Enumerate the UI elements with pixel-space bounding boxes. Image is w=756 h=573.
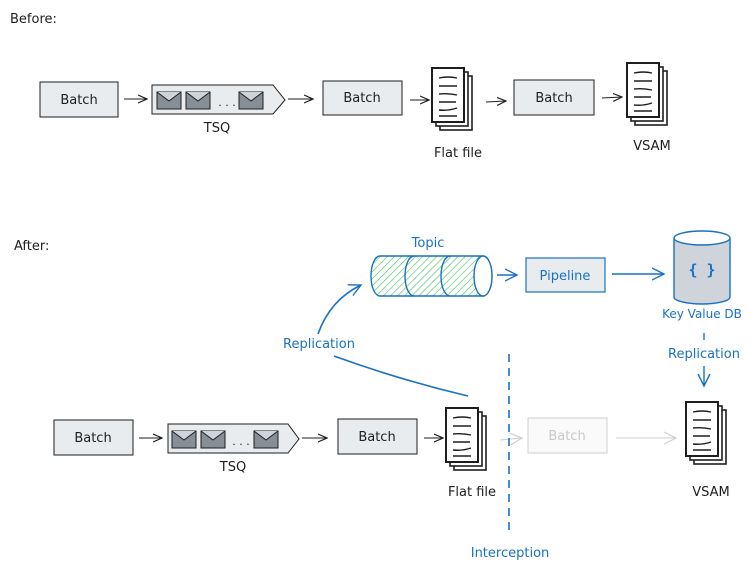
pipeline-label: Pipeline	[540, 269, 591, 284]
disabled-arrow	[499, 438, 522, 440]
before-batch-2[interactable]: Batch	[322, 80, 403, 116]
json-braces-icon: { }	[688, 261, 715, 279]
before-vsam-icon[interactable]	[626, 62, 668, 126]
before-tsq-queue[interactable]: . . .	[151, 84, 286, 115]
before-flatfile-icon[interactable]	[431, 67, 473, 131]
queue-ellipsis: . . .	[218, 96, 235, 109]
replication-right-label: Replication	[668, 347, 740, 362]
replication-arrow	[317, 285, 361, 335]
arrow	[485, 101, 506, 102]
after-vsam-icon[interactable]	[685, 401, 727, 465]
replication-left-label: Replication	[283, 337, 355, 352]
after-batch-2[interactable]: Batch	[337, 418, 418, 455]
message-icon	[238, 91, 264, 110]
before-flatfile-label: Flat file	[434, 146, 482, 161]
before-vsam-label: VSAM	[633, 139, 671, 154]
before-batch-1-label: Batch	[60, 93, 97, 108]
queue-ellipsis: . . .	[232, 435, 249, 448]
message-icon	[253, 430, 279, 449]
before-batch-3-label: Batch	[535, 91, 572, 106]
after-batch-3-disabled: Batch	[527, 417, 608, 454]
before-batch-2-label: Batch	[343, 91, 380, 106]
topic-cylinder[interactable]	[370, 255, 493, 297]
after-batch-2-label: Batch	[358, 430, 395, 445]
after-batch-1-label: Batch	[74, 431, 111, 446]
before-batch-1[interactable]: Batch	[39, 81, 119, 118]
after-vsam-label: VSAM	[692, 485, 730, 500]
before-tsq-label: TSQ	[203, 121, 230, 136]
interception-label: Interception	[471, 546, 550, 561]
message-icon	[200, 430, 226, 449]
message-icon	[156, 91, 182, 110]
after-heading: After:	[14, 239, 49, 254]
pipeline-box[interactable]: Pipeline	[525, 257, 606, 293]
after-batch-3-label: Batch	[548, 429, 585, 444]
topic-label: Topic	[411, 236, 445, 251]
after-tsq-label: TSQ	[219, 460, 246, 475]
message-icon	[171, 430, 197, 449]
key-value-db-cylinder[interactable]: { }	[673, 230, 731, 305]
key-value-db-label: Key Value DB	[662, 307, 742, 321]
before-heading: Before:	[10, 12, 57, 27]
after-flatfile-label: Flat file	[448, 485, 496, 500]
after-flatfile-icon[interactable]	[445, 407, 487, 471]
replication-line	[333, 355, 469, 397]
before-batch-3[interactable]: Batch	[513, 79, 595, 116]
after-batch-1[interactable]: Batch	[53, 419, 134, 456]
message-icon	[185, 91, 211, 110]
after-tsq-queue[interactable]: . . .	[167, 423, 300, 454]
arrow	[601, 97, 622, 98]
